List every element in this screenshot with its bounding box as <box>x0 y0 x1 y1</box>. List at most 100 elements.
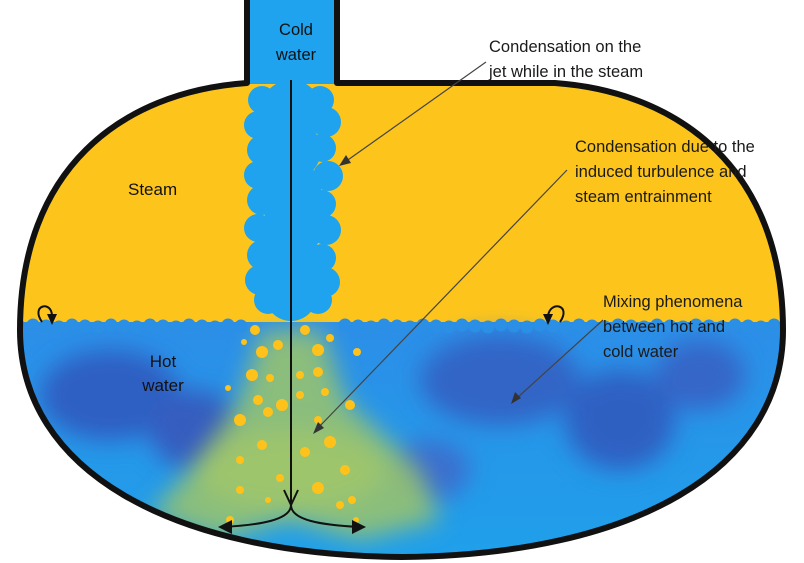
bubble <box>276 399 288 411</box>
bubble <box>321 388 329 396</box>
surface-bubble <box>572 318 586 332</box>
surface-bubble <box>494 318 508 332</box>
annotation-line: between hot and <box>603 318 726 336</box>
surface-bubble <box>130 320 144 334</box>
bubble <box>340 465 350 475</box>
hot-water-label-line1: Hot <box>149 352 177 371</box>
bubble <box>241 339 247 345</box>
surface-bubble <box>559 320 573 334</box>
surface-bubble <box>91 320 105 334</box>
leader-arrowhead-turbulence <box>313 422 324 434</box>
bubble <box>326 334 334 342</box>
cold-water-label-line1: Cold <box>279 21 313 39</box>
surface-bubble <box>208 320 222 334</box>
annotation-line: steam entrainment <box>575 188 712 206</box>
bubble <box>225 385 231 391</box>
surface-bubble <box>624 319 638 333</box>
bubble <box>312 344 324 356</box>
surface-bubble <box>351 319 365 333</box>
leader-arrowhead-mixing <box>511 392 521 404</box>
surface-bubble <box>390 319 404 333</box>
surface-bubble <box>754 320 768 334</box>
bubble <box>256 346 268 358</box>
surface-bubble <box>403 320 417 334</box>
surface-bubble <box>26 318 40 332</box>
surface-bubble <box>20 320 27 334</box>
annotation-turbulence-condensation: Condensation due to the induced turbulen… <box>575 135 755 210</box>
flow-arrowhead-right <box>352 520 366 534</box>
surface-bubble <box>104 318 118 332</box>
bubble <box>253 395 263 405</box>
flow-arrowhead-left <box>218 520 232 534</box>
surface-bubble <box>728 318 742 332</box>
circulation-arrowhead-left <box>47 314 57 325</box>
steam-label: Steam <box>128 180 178 199</box>
annotation-line: jet while in the steam <box>489 63 644 81</box>
surface-bubble <box>416 318 430 332</box>
leader-mixing <box>516 319 604 399</box>
surface-bubble <box>676 320 690 334</box>
surface-bubble <box>39 319 53 333</box>
surface-bubble <box>611 318 625 332</box>
surface-bubble <box>507 319 521 333</box>
bubble <box>273 340 283 350</box>
bubble <box>314 416 322 424</box>
vessel-outline <box>17 0 786 560</box>
bubble <box>313 367 323 377</box>
surface-bubble <box>715 320 729 334</box>
bubble <box>234 414 246 426</box>
leader-turbulence-condensation <box>317 169 568 429</box>
surface-bubble <box>234 319 248 333</box>
surface-bubble <box>598 320 612 334</box>
annotation-line: Mixing phenomena <box>603 293 743 311</box>
circulation-arrow-left <box>37 305 53 323</box>
surface-bubble <box>78 319 92 333</box>
bubble <box>257 440 267 450</box>
bubble <box>236 456 244 464</box>
bubble <box>312 482 324 494</box>
surface-bubble <box>520 320 534 334</box>
surface-bubble <box>143 318 157 332</box>
surface-bubble <box>364 320 378 334</box>
surface-bubble <box>650 318 664 332</box>
surface-bubble <box>182 318 196 332</box>
surface-bubble <box>429 319 443 333</box>
bubble <box>296 391 304 399</box>
surface-bubble <box>65 318 79 332</box>
surface-bubble <box>468 319 482 333</box>
bubble <box>300 325 310 335</box>
annotation-line: induced turbulence and <box>575 163 747 181</box>
cold-water-label-line2: water <box>275 46 317 64</box>
hot-water-label: Hot water <box>128 350 198 398</box>
bubble <box>236 486 244 494</box>
annotation-mixing: Mixing phenomena between hot and cold wa… <box>603 290 742 365</box>
water-surface <box>20 318 781 334</box>
circulation-arrow-right <box>547 305 565 323</box>
bubble <box>324 436 336 448</box>
bubble <box>265 497 271 503</box>
leader-jet-condensation <box>344 61 487 163</box>
surface-bubble <box>455 318 469 332</box>
surface-bubble <box>481 320 495 334</box>
annotation-jet-condensation: Condensation on the jet while in the ste… <box>489 35 643 85</box>
bubble <box>300 447 310 457</box>
circulation-arrowhead-right <box>543 314 553 325</box>
surface-bubble <box>338 318 352 332</box>
surface-bubble <box>741 319 755 333</box>
surface-bubble <box>533 318 547 332</box>
surface-bubble <box>585 319 599 333</box>
bubble <box>263 407 273 417</box>
surface-bubble <box>689 318 703 332</box>
steam-region <box>20 83 783 330</box>
surface-bubble <box>377 318 391 332</box>
hot-water-label-line2: water <box>142 376 184 395</box>
bubble <box>348 496 356 504</box>
jet-flow-arrow <box>221 80 361 528</box>
steam-bubbles <box>225 325 361 524</box>
surface-bubble <box>156 319 170 333</box>
mixing-patches <box>40 335 745 500</box>
surface-bubble <box>169 320 183 334</box>
bubble <box>345 400 355 410</box>
surface-bubble <box>637 320 651 334</box>
